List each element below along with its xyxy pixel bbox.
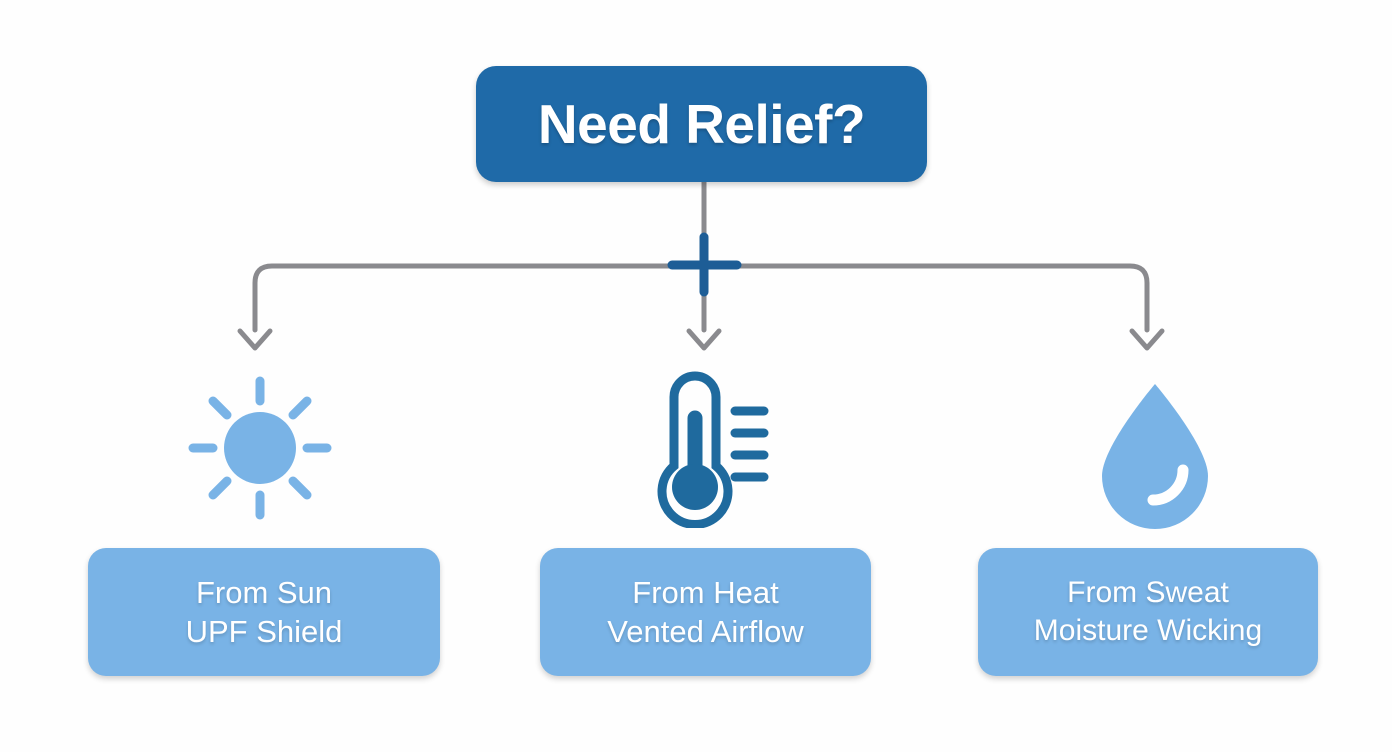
branch-icon-water-drop (1075, 372, 1235, 532)
root-node-label: Need Relief? (537, 92, 866, 155)
leaf-label-line1: From Heat (632, 574, 779, 610)
leaf-label-line1: From Sweat (1067, 576, 1229, 610)
branch-icon-thermometer (624, 365, 784, 528)
root-node[interactable]: Need Relief? (476, 66, 927, 182)
water-drop-icon (1102, 384, 1208, 529)
leaf-label-line2: Vented Airflow (607, 614, 804, 649)
arrowhead-left (237, 328, 273, 351)
leaf-box-heat[interactable]: From Heat Vented Airflow (540, 548, 871, 676)
sun-icon (188, 376, 332, 520)
arrowhead-center (686, 328, 722, 351)
leaf-box-sun[interactable]: From Sun UPF Shield (88, 548, 440, 676)
leaf-box-sweat[interactable]: From Sweat Moisture Wicking (978, 548, 1318, 676)
leaf-label-line2: Moisture Wicking (1033, 614, 1263, 647)
arrowhead-right (1129, 328, 1165, 351)
connector-branch-left (252, 263, 707, 333)
leaf-label-line1: From Sun (195, 574, 333, 610)
plus-marker (667, 232, 742, 297)
connector-branch-right (701, 263, 1150, 333)
leaf-label-line2: UPF Shield (185, 614, 343, 649)
branch-icon-sun (180, 368, 340, 528)
thermometer-icon (657, 371, 768, 528)
